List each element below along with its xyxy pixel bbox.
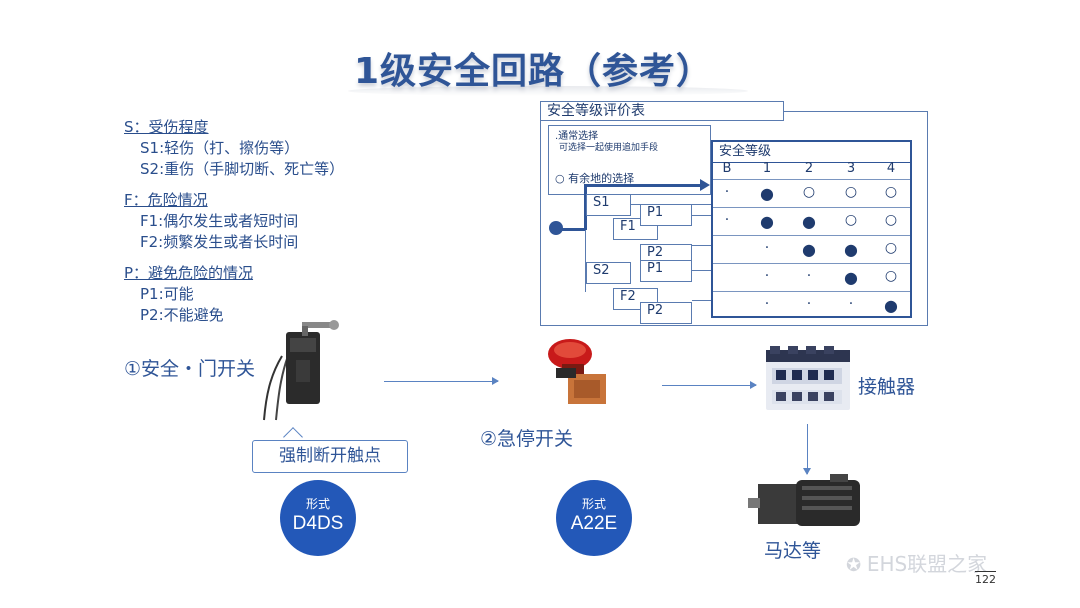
- cell-3-1: ·: [764, 240, 770, 256]
- tree-top-line: [584, 184, 706, 187]
- tree-trunk: [556, 228, 586, 231]
- wechat-icon: ✪: [846, 555, 867, 576]
- cell-3-2: ●: [802, 240, 816, 259]
- arrow-contactor-to-motor: [803, 424, 811, 475]
- p-heading: P：避免危险的情况: [124, 264, 254, 282]
- watermark: ✪ EHS联盟之家: [846, 548, 987, 577]
- legend-normal: .通常选择: [555, 131, 599, 142]
- watermark-text: EHS联盟之家: [866, 552, 988, 576]
- cell-2-1: ●: [760, 212, 774, 231]
- cell-4-2: ·: [806, 268, 812, 284]
- col-2: 2: [804, 161, 814, 176]
- badge-a22e-type: 形式: [581, 497, 606, 511]
- f2-text: F2:频繁发生或者长时间: [140, 233, 299, 251]
- motor-label: 马达等: [764, 540, 822, 562]
- cell-2-3: ○: [844, 212, 858, 228]
- label-s1: S1: [586, 194, 631, 216]
- grid-row-3: · ● ● ○: [713, 235, 910, 263]
- cell-5-2: ·: [806, 296, 812, 312]
- f-heading: F：危险情况: [124, 191, 208, 209]
- slide-title: 1级安全回路（参考）: [354, 51, 714, 92]
- branch-4: [692, 270, 712, 271]
- cell-5-1: ·: [764, 296, 770, 312]
- badge-d4ds-model: D4DS: [292, 513, 344, 534]
- badge-d4ds: 形式 D4DS: [280, 480, 356, 556]
- page-number: 122: [975, 571, 996, 586]
- p1-text: P1:可能: [140, 285, 194, 303]
- tree-down-line: [585, 230, 586, 292]
- label-p2-b: P2: [640, 302, 692, 324]
- title-shadow: [348, 86, 748, 96]
- cell-2-2: ●: [802, 212, 816, 231]
- cell-2-b: ·: [724, 212, 730, 228]
- s-heading: S：受伤程度: [124, 118, 209, 136]
- arrow-estop-to-contactor: [662, 381, 757, 389]
- grid-row-4: · · ● ○: [713, 263, 910, 291]
- cell-1-3: ○: [844, 184, 858, 200]
- s2-text: S2:重伤（手脚切断、死亡等）: [140, 160, 345, 178]
- label-p1-b: P1: [640, 260, 692, 282]
- tree-start-dot: [549, 221, 563, 235]
- label-p1-a: P1: [640, 204, 692, 226]
- badge-d4ds-type: 形式: [305, 497, 330, 511]
- grid-row-2: · ● ● ○ ○: [713, 207, 910, 235]
- badge-a22e: 形式 A22E: [556, 480, 632, 556]
- cell-1-1: ●: [760, 184, 774, 203]
- cell-4-3: ●: [844, 268, 858, 287]
- legend-additional: 可选择一起使用追加手段: [559, 143, 659, 153]
- door-switch-label: ①安全・门开关: [124, 358, 256, 380]
- grid-row-5: · · · ●: [713, 291, 910, 319]
- legend-optional: ○ 有余地的选择: [555, 172, 635, 185]
- label-f2: F2: [613, 288, 658, 310]
- safety-level-grid: 安全等级 B 1 2 3 4 · ● ○ ○ ○ · ● ● ○ ○ · ● ●…: [711, 140, 912, 318]
- tree-up-line: [584, 184, 587, 230]
- branch-1: [630, 204, 712, 205]
- cell-1-b: ·: [724, 184, 730, 200]
- s1-text: S1:轻伤（打、擦伤等）: [140, 139, 300, 157]
- branch-5: [692, 300, 712, 301]
- cell-1-4: ○: [884, 184, 898, 200]
- label-s2: S2: [586, 262, 631, 284]
- cell-3-3: ●: [844, 240, 858, 259]
- forced-disconnect-callout: 强制断开触点: [252, 440, 408, 473]
- tree-arrowhead: [700, 179, 710, 191]
- cell-5-4: ●: [884, 296, 898, 315]
- contactor-label: 接触器: [858, 376, 916, 398]
- col-4: 4: [886, 161, 896, 176]
- cell-2-4: ○: [884, 212, 898, 228]
- branch-3: [692, 245, 712, 246]
- f1-text: F1:偶尔发生或者短时间: [140, 212, 299, 230]
- p2-text: P2:不能避免: [140, 306, 224, 324]
- arrow-switch-to-estop: [384, 377, 499, 385]
- cell-4-4: ○: [884, 268, 898, 284]
- col-3: 3: [846, 161, 856, 176]
- branch-2: [692, 215, 712, 216]
- grid-heading: 安全等级: [713, 142, 910, 163]
- grid-row-1: · ● ○ ○ ○: [713, 179, 910, 207]
- cell-3-4: ○: [884, 240, 898, 256]
- col-b: B: [722, 161, 732, 176]
- cell-1-2: ○: [802, 184, 816, 200]
- cell-4-1: ·: [764, 268, 770, 284]
- badge-a22e-model: A22E: [570, 513, 618, 534]
- evaluation-table-title: 安全等级评价表: [540, 101, 784, 121]
- risk-definitions: S：受伤程度 S1:轻伤（打、擦伤等） S2:重伤（手脚切断、死亡等） F：危险…: [124, 117, 344, 326]
- grid-columns: B 1 2 3 4: [713, 161, 910, 177]
- cell-5-3: ·: [848, 296, 854, 312]
- emergency-stop-label: ②急停开关: [480, 428, 574, 450]
- col-1: 1: [762, 161, 772, 176]
